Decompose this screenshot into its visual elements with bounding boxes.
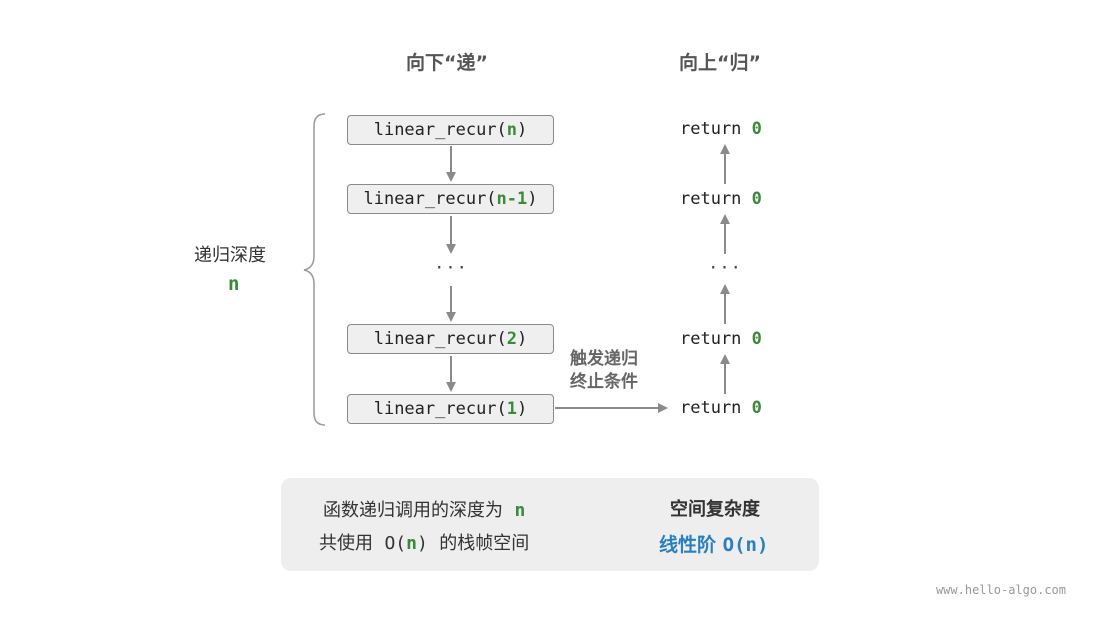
call-fn: linear_recur( <box>373 120 507 140</box>
call-fn: linear_recur( <box>373 329 507 349</box>
call-box-1: linear_recur(1) <box>347 394 554 424</box>
call-box-n-1: linear_recur(n-1) <box>347 184 554 214</box>
watermark: www.hello-algo.com <box>935 583 1066 597</box>
depth-label: 递归深度 <box>194 245 266 266</box>
call-close: ) <box>517 120 528 140</box>
summary-bigo-open: O( <box>384 533 407 554</box>
call-close: ) <box>527 189 538 209</box>
return-value: 0 <box>751 189 762 209</box>
call-close: ) <box>517 399 528 419</box>
return-keyword: return <box>680 119 742 139</box>
complexity-value: 线性阶 O(n) <box>659 530 768 557</box>
call-box-n: linear_recur(n) <box>347 115 554 145</box>
call-arg: n <box>506 120 518 140</box>
complexity-value-cn: 线性阶 <box>659 534 717 556</box>
summary-line-2: 共使用 O(n) 的栈帧空间 <box>319 529 529 555</box>
return-keyword: return <box>680 189 742 209</box>
summary-prefix: 共使用 <box>319 533 373 554</box>
title-recurse-down: 向下“递” <box>406 52 488 74</box>
base-case-line-2: 终止条件 <box>570 372 638 392</box>
return-row-1: return 0 <box>680 114 780 144</box>
call-arg: 1 <box>506 399 518 419</box>
call-fn: linear_recur( <box>373 399 507 419</box>
depth-brace <box>303 113 326 426</box>
summary-depth-text: 函数递归调用的深度为 <box>323 500 503 521</box>
summary-bigo-var: n <box>406 533 417 554</box>
call-fn: linear_recur( <box>363 189 497 209</box>
complexity-value-expr: O(n) <box>722 534 769 556</box>
return-row-2: return 0 <box>680 184 780 214</box>
return-value: 0 <box>751 329 762 349</box>
return-keyword: return <box>680 329 742 349</box>
summary-line-1: 函数递归调用的深度为 n <box>323 496 525 522</box>
call-arg: 2 <box>506 329 518 349</box>
title-return-up: 向上“归” <box>679 52 761 74</box>
ellipsis-left: ··· <box>434 258 468 278</box>
ellipsis-right: ··· <box>708 258 742 278</box>
return-row-3: return 0 <box>680 324 780 354</box>
base-case-line-1: 触发递归 <box>570 349 638 369</box>
call-box-2: linear_recur(2) <box>347 324 554 354</box>
return-value: 0 <box>751 119 762 139</box>
summary-panel <box>281 478 819 571</box>
summary-depth-var: n <box>514 500 526 521</box>
call-arg: n-1 <box>496 189 528 209</box>
return-keyword: return <box>680 398 742 418</box>
return-value: 0 <box>751 398 762 418</box>
complexity-title: 空间复杂度 <box>670 499 760 520</box>
call-close: ) <box>517 329 528 349</box>
summary-suffix: 的栈帧空间 <box>439 533 530 554</box>
depth-variable: n <box>228 273 240 295</box>
summary-bigo-close: ) <box>416 533 428 554</box>
return-row-4: return 0 <box>680 393 780 423</box>
base-case-label: 触发递归 终止条件 <box>570 348 638 394</box>
